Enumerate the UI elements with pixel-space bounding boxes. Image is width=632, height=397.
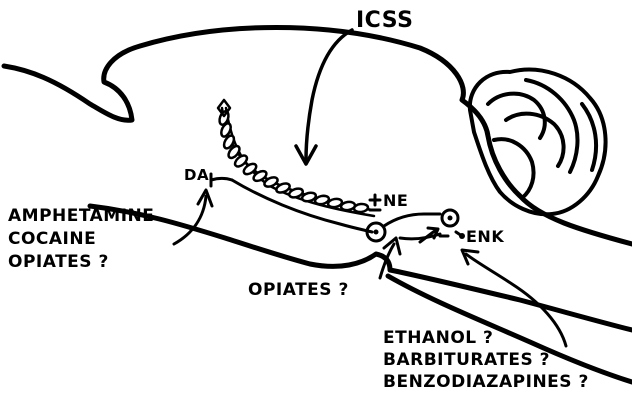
opiates-label: OPIATES ? — [248, 282, 349, 299]
ethanol-label: ETHANOL ? — [383, 330, 493, 347]
da-terminal — [211, 174, 232, 186]
mfb-pathway-lower — [226, 108, 374, 216]
enk-input-arrow — [420, 228, 438, 242]
amphetamine-arrow-line — [174, 196, 206, 244]
da-label: DA — [184, 168, 209, 183]
benzodiazapines-label: BENZODIAZAPINES ? — [383, 374, 589, 391]
amphetamine-label: AMPHETAMINE — [8, 208, 154, 225]
cocaine-label: COCAINE — [8, 231, 96, 248]
pathway-bead — [354, 203, 369, 212]
icss-label: ICSS — [356, 10, 413, 32]
ne-marker — [370, 195, 380, 210]
enk-label: ENK — [466, 229, 504, 245]
da-to-enk-axon — [384, 214, 440, 226]
enk-neuron-cell-body — [442, 210, 458, 226]
ne-label: NE — [383, 193, 408, 209]
brain-base-outline — [90, 206, 632, 330]
mfb-beads — [218, 110, 369, 213]
barbiturates-label: BARBITURATES ? — [383, 352, 550, 369]
enk-dot — [459, 233, 465, 239]
opiates-left-label: OPIATES ? — [8, 254, 109, 271]
enk-terminal — [440, 232, 462, 236]
icss-arrow-line — [306, 30, 352, 160]
